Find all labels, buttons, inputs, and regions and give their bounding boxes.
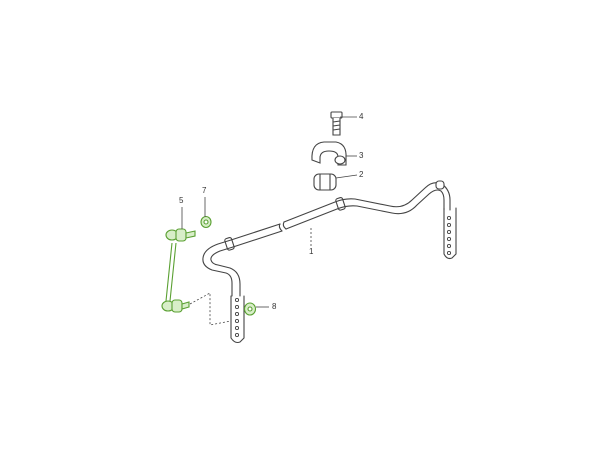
callout-1: 1 (309, 247, 314, 256)
callout-4: 4 (359, 112, 364, 121)
bolt[interactable] (330, 111, 343, 136)
callout-2: 2 (359, 170, 364, 179)
callout-3: 3 (359, 151, 364, 160)
stabilizer-bar[interactable] (202, 180, 457, 344)
callout-8: 8 (272, 302, 277, 311)
bushing[interactable] (313, 173, 337, 191)
nut-8[interactable] (243, 302, 257, 316)
leader-lines (181, 116, 358, 326)
link[interactable] (161, 228, 196, 313)
nut-7[interactable] (200, 215, 212, 229)
callout-5: 5 (179, 196, 184, 205)
bracket[interactable] (311, 141, 347, 166)
adjustment-holes (234, 215, 452, 338)
callout-7: 7 (202, 186, 207, 195)
